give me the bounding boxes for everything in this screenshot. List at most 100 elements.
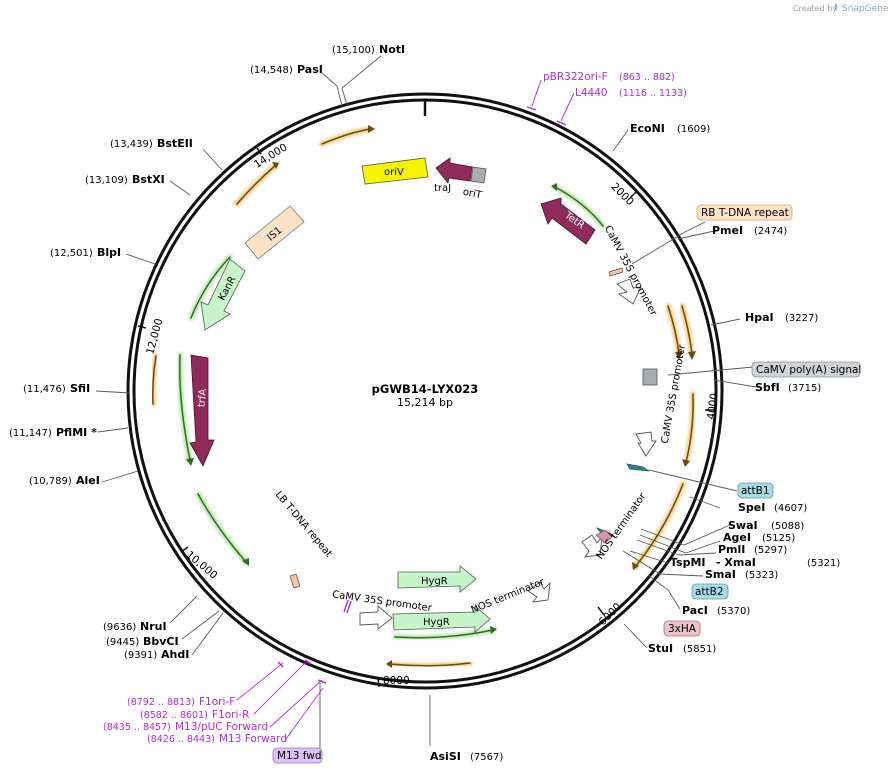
primer-range-F1ori-F: (8792 .. 8813) [127, 697, 195, 708]
site-pos-PasI: (14,548) [250, 65, 293, 76]
site-AsiSI[interactable]: AsiSI [430, 750, 461, 763]
HygR-arrow-1: HygR [397, 565, 477, 593]
box-label-attB2: attB2 [695, 586, 724, 598]
box-label-3xHA: 3xHA [668, 623, 697, 635]
plasmid-size: 15,214 bp [397, 396, 453, 409]
primer-F1ori-F[interactable]: F1ori-F [199, 696, 235, 708]
box-camv-polya[interactable]: CaMV poly(A) signal [751, 361, 861, 378]
backbone [126, 92, 724, 690]
site-pos-BbvCI: (9445) [106, 637, 139, 648]
tick-label-8000: 8000 [383, 675, 410, 687]
site-NruI[interactable]: NruI [140, 620, 167, 633]
site-AleI[interactable]: AleI [76, 474, 100, 487]
primer-range-F1ori-R: (8582 .. 8601) [140, 710, 208, 721]
site-EcoNI[interactable]: EcoNI [630, 122, 665, 135]
site-SbfI[interactable]: SbfI [755, 381, 780, 394]
primer-M13-Forward[interactable]: M13 Forward [219, 733, 287, 745]
snapgene-credit: Created by SnapGene [793, 3, 889, 14]
trfA-arrow: trfA [189, 354, 215, 467]
site-PmeI[interactable]: PmeI [712, 224, 743, 237]
site-pos-AgeI: (5125) [762, 533, 795, 544]
primer-leader-lines [236, 79, 575, 749]
traJ-label: traJ [434, 183, 451, 194]
site-SmaI[interactable]: SmaI [705, 568, 736, 581]
site-AgeI[interactable]: AgeI [723, 531, 751, 544]
brand-text: SnapGene [842, 4, 889, 14]
site-pos-PflMI: (11,147) [9, 428, 52, 439]
IS1-feature: IS1 [244, 205, 305, 260]
site-HpaI[interactable]: HpaI [745, 311, 774, 324]
nos-terminator-label-2: NOS terminator [595, 491, 649, 562]
site-pos-PmlI: (5297) [754, 545, 787, 556]
HygR-label-2: HygR [423, 617, 450, 628]
tick-label-4000: 4000 [705, 392, 721, 420]
primer-L4440[interactable]: L4440 [575, 87, 608, 99]
box-attB1[interactable]: attB1 [737, 482, 774, 499]
site-StuI[interactable]: StuI [648, 642, 673, 655]
HygR-arrow-2: HygR [392, 605, 491, 633]
HygR-label-1: HygR [421, 576, 448, 587]
box-attB2[interactable]: attB2 [691, 583, 729, 600]
site-XmaI[interactable]: - XmaI [716, 556, 756, 569]
site-pos-PacI: (5370) [717, 606, 750, 617]
box-label-M13-fwd: M13 fwd [277, 750, 322, 762]
site-pos-AsiSI: (7567) [470, 752, 503, 763]
box-M13-fwd[interactable]: M13 fwd [272, 747, 323, 764]
restriction-sites: (15,100) NotI (14,548) PasI (13,439) Bst… [9, 43, 840, 763]
nos-arrow-2 [581, 534, 603, 558]
site-PflMI[interactable]: PflMI * [56, 426, 97, 439]
credit-text: Created by [793, 4, 837, 13]
site-SwaI[interactable]: SwaI [728, 519, 758, 532]
site-BlpI[interactable]: BlpI [97, 246, 121, 259]
primer-range-M13-Forward: (8426 .. 8443) [147, 734, 215, 745]
site-pos-StuI: (5851) [683, 644, 716, 655]
site-BbvCI[interactable]: BbvCI [143, 635, 179, 648]
site-TspMI[interactable]: TspMI [670, 556, 706, 569]
promoter-arrow-1 [616, 278, 642, 305]
primer-pBR322ori-F[interactable]: pBR322ori-F [543, 71, 608, 83]
site-SpeI[interactable]: SpeI [738, 501, 765, 514]
site-PacI[interactable]: PacI [682, 604, 708, 617]
traJ-arrow: traJ [434, 157, 473, 194]
lb-tdna-label: LB T-DNA repeat [273, 489, 334, 559]
site-pos-PmeI: (2474) [754, 226, 787, 237]
site-pos-SwaI: (5088) [771, 521, 804, 532]
primer-M13pUC-Forward[interactable]: M13/pUC Forward [175, 721, 268, 733]
site-BstEII[interactable]: BstEII [157, 137, 193, 150]
site-pos-BlpI: (12,501) [50, 248, 93, 259]
site-PasI[interactable]: PasI [297, 63, 323, 76]
site-PmlI[interactable]: PmlI [718, 543, 745, 556]
site-pos-BstEII: (13,439) [110, 139, 153, 150]
site-pos-SfiI: (11,476) [23, 384, 66, 395]
site-leader-lines [95, 55, 757, 746]
nos-arrow-1 [527, 581, 551, 603]
oriT-label: oriT [462, 187, 484, 202]
primer-range-M13pUC: (8435 .. 8457) [103, 722, 171, 733]
promoter-arrow-3 [359, 605, 393, 630]
site-pos-HpaI: (3227) [785, 313, 818, 324]
green-orf-arcs [176, 183, 606, 641]
box-3xHA[interactable]: 3xHA [663, 620, 701, 637]
site-SfiI[interactable]: SfiI [70, 382, 90, 395]
site-BstXI[interactable]: BstXI [132, 173, 165, 186]
plasmid-name: pGWB14-LYX023 [372, 382, 479, 396]
TetR-arrow: TetR [540, 197, 596, 245]
primer-range-pBR322ori-F: (863 .. 882) [619, 72, 675, 83]
site-pos-AhdI: (9391) [124, 650, 157, 661]
small-feature-blocks [289, 267, 658, 614]
site-pos-SmaI: (5323) [745, 570, 778, 581]
site-AhdI[interactable]: AhdI [161, 648, 189, 661]
primer-range-L4440: (1116 .. 1133) [619, 88, 687, 99]
site-pos-SpeI: (4607) [774, 503, 807, 514]
site-NotI[interactable]: NotI [379, 43, 405, 56]
site-pos-AleI: (10,789) [29, 476, 72, 487]
box-rb-tdna[interactable]: RB T-DNA repeat [696, 204, 793, 221]
KanR-arrow: KanR [200, 258, 246, 331]
primer-labels: pBR322ori-F (863 .. 882) L4440 (1116 .. … [103, 71, 687, 745]
tick-label-12000: 12,000 [144, 317, 165, 356]
site-pos-XmaI: (5321) [807, 558, 840, 569]
primer-F1ori-R[interactable]: F1ori-R [212, 709, 249, 721]
promoter-arrow-2 [635, 431, 657, 457]
box-label-rb-tdna: RB T-DNA repeat [701, 207, 789, 219]
